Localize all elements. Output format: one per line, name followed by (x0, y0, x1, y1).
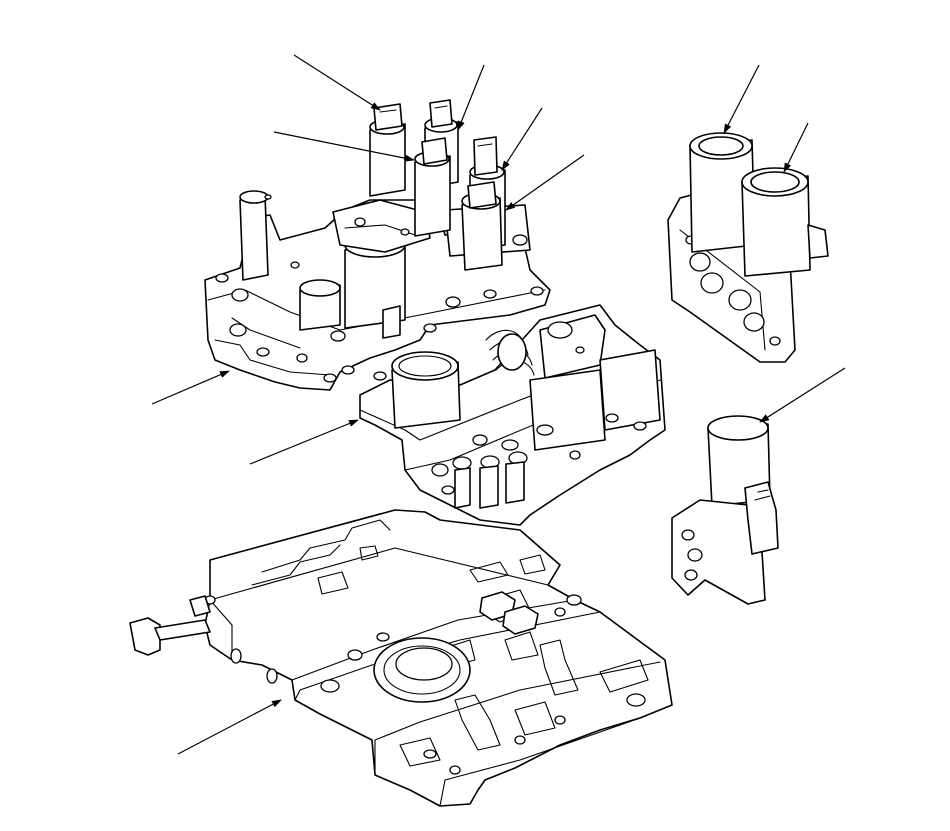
callout-leaders (151, 54, 846, 755)
callout-leader-1 (293, 54, 381, 111)
callout-leader-7 (783, 122, 809, 173)
callout-leader-4 (501, 107, 543, 171)
callout-leader-11 (177, 699, 282, 755)
secondary-valve-body (359, 304, 666, 526)
callout-leader-9 (249, 419, 359, 465)
callout-leader-3 (273, 131, 415, 162)
main-valve-body (129, 509, 673, 807)
callout-leader-2 (457, 64, 485, 131)
single-solenoid-assembly (671, 415, 779, 605)
callout-leader-6 (723, 64, 760, 134)
callout-leader-5 (505, 154, 585, 211)
dual-solenoid-assembly (667, 132, 829, 363)
shift-solenoid-cluster (369, 99, 506, 271)
callout-leader-8 (151, 370, 230, 405)
callout-leader-10 (759, 367, 846, 423)
